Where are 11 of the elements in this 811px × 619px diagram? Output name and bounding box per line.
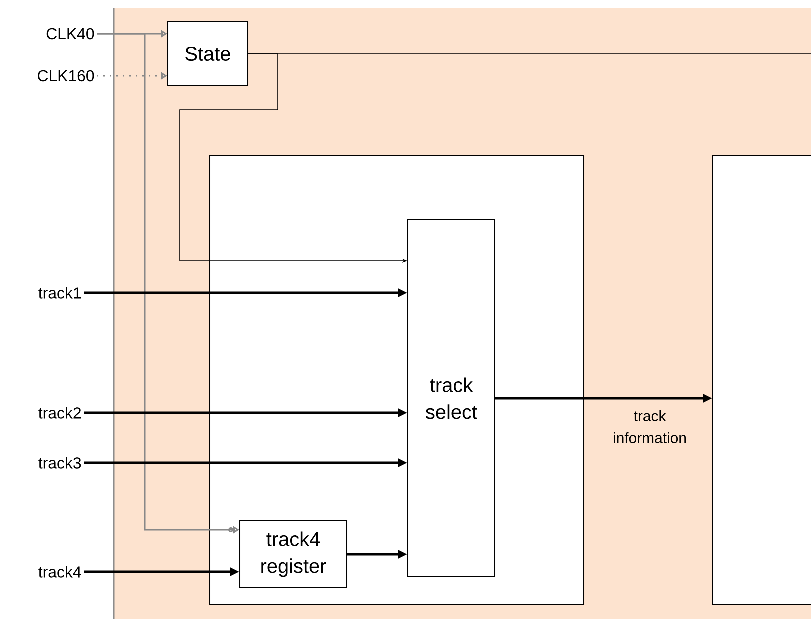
- input-label: track2: [38, 407, 81, 419]
- state-block: State: [168, 22, 248, 86]
- input-label: track3: [38, 457, 82, 469]
- module-box: [712, 156, 811, 606]
- register-block: track4 register: [240, 520, 348, 588]
- select-block: track select: [408, 220, 496, 578]
- signal-label: CLK160: [38, 70, 94, 82]
- signal-label: CLK40: [46, 28, 94, 40]
- input-label: track1: [38, 287, 82, 299]
- edge-label: track information: [604, 410, 696, 444]
- input-label: track4: [38, 566, 82, 578]
